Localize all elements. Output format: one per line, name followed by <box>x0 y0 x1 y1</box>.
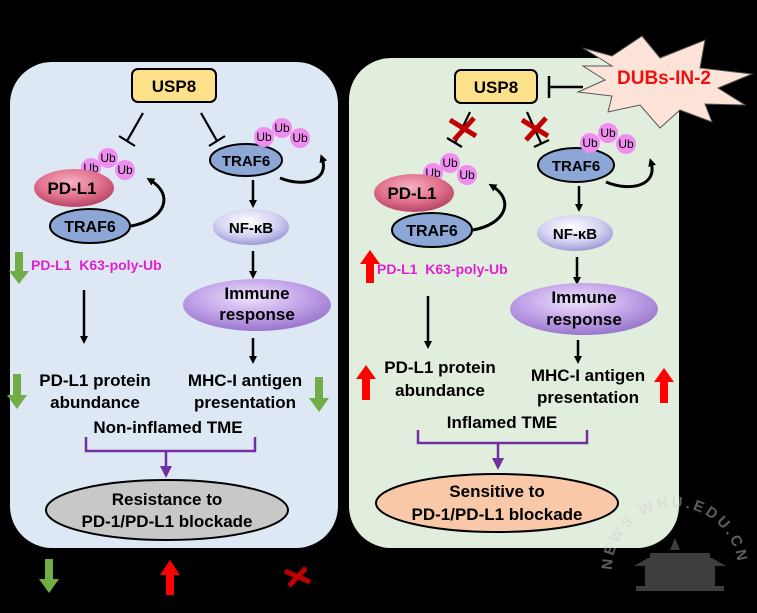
ub-label: Ub <box>274 121 290 135</box>
pdl1-protein-label: PD-L1 protein <box>384 358 495 377</box>
outcome-label: Resistance to <box>112 490 223 509</box>
traf6-label: TRAF6 <box>222 153 270 170</box>
traf6-label: TRAF6 <box>552 158 600 175</box>
usp8-box: USP8 <box>131 68 217 103</box>
pdl1-node: PD-L1 <box>374 174 454 212</box>
immune-response-node: Immune response <box>510 283 658 335</box>
mhc-label: MHC-I antigen <box>188 371 302 390</box>
traf6-node: TRAF6 <box>209 143 283 177</box>
tme-bracket <box>84 437 257 453</box>
traf6-label: TRAF6 <box>64 219 116 236</box>
nfkb-label: NF-κB <box>553 226 597 243</box>
immune-label: response <box>546 310 622 329</box>
nfkb-node: NF-κB <box>537 215 613 251</box>
mhc-label: MHC-I antigen <box>531 366 645 385</box>
outcome-label: Sensitive to <box>449 482 544 501</box>
inhibitor-burst: DUBs-IN-2 <box>576 35 754 129</box>
pdl1-label: PD-L1 <box>387 184 436 203</box>
outcome-label: PD-1/PD-L1 blockade <box>412 505 583 524</box>
traf6-node-pdl1: TRAF6 <box>49 208 131 244</box>
ub-cluster-traf6: Ub Ub Ub <box>580 123 636 154</box>
ub-label: Ub <box>618 137 634 151</box>
ubiquitination-arrow <box>130 177 166 228</box>
ubiquitination-arrow <box>279 154 328 184</box>
x-mark-icon <box>520 116 550 142</box>
pdl1-protein-label: PD-L1 protein <box>39 371 150 390</box>
up-arrow-icon <box>654 368 674 403</box>
immune-label: response <box>219 305 295 324</box>
ub-label: Ub <box>117 163 133 177</box>
down-arrow-icon <box>309 377 329 412</box>
building-icon <box>634 538 726 591</box>
pdl1-label: PD-L1 <box>47 179 96 198</box>
ubiquitination-arrow <box>472 183 507 232</box>
up-arrow-icon <box>356 365 376 400</box>
down-arrow-icon <box>7 374 27 409</box>
traf6-node-pdl1: TRAF6 <box>391 212 473 248</box>
inhibitor-arrow <box>547 76 583 98</box>
ub-label: Ub <box>459 168 475 182</box>
up-arrow-icon <box>360 250 380 283</box>
ub-label: Ub <box>256 130 272 144</box>
sensitive-outcome-node: Sensitive to PD-1/PD-L1 blockade <box>375 473 619 533</box>
ub-label: Ub <box>292 131 308 145</box>
tme-label: Inflamed TME <box>447 413 558 432</box>
right-panel: USP8 DUBs-IN-2 <box>349 35 754 548</box>
tme-bracket <box>416 430 589 445</box>
usp8-inhibition-arrows <box>118 112 226 147</box>
usp8-label: USP8 <box>152 77 196 96</box>
outcome-label: PD-1/PD-L1 blockade <box>82 512 253 531</box>
immune-response-node: Immune response <box>183 279 331 331</box>
tme-label: Non-inflamed TME <box>93 418 242 437</box>
mhc-label: presentation <box>537 388 639 407</box>
traf6-node: TRAF6 <box>537 147 615 183</box>
ub-label: Ub <box>100 151 116 165</box>
left-panel: USP8 Ub Ub Ub PD-L1 TRAF6 <box>7 62 338 548</box>
k63-poly-ub-label: PD-L1 K63-poly-Ub <box>377 261 508 277</box>
immune-label: Immune <box>224 284 289 303</box>
ubiquitination-arrow <box>605 158 656 189</box>
pdl1-protein-label: abundance <box>50 393 140 412</box>
ub-label: Ub <box>582 136 598 150</box>
mhc-label: presentation <box>194 393 296 412</box>
ub-label: Ub <box>442 156 458 170</box>
traf6-label: TRAF6 <box>406 223 458 240</box>
pdl1-protein-label: abundance <box>395 381 485 400</box>
down-arrow-icon <box>9 252 29 284</box>
resistance-outcome-node: Resistance to PD-1/PD-L1 blockade <box>45 479 289 541</box>
nfkb-label: NF-κB <box>229 220 273 237</box>
x-mark-icon <box>283 566 312 588</box>
inhibitor-label: DUBs-IN-2 <box>617 68 711 89</box>
k63-poly-ub-label: PD-L1 K63-poly-Ub <box>31 257 162 273</box>
ub-label: Ub <box>600 126 616 140</box>
up-arrow-icon <box>160 560 180 595</box>
usp8-label: USP8 <box>474 78 518 97</box>
nfkb-node: NF-κB <box>213 209 289 245</box>
x-mark-icon <box>448 116 478 142</box>
ub-cluster-traf6: Ub Ub Ub <box>254 118 310 148</box>
immune-label: Immune <box>551 288 616 307</box>
down-arrow-icon <box>39 559 59 593</box>
pdl1-node: PD-L1 <box>34 169 114 207</box>
usp8-box: USP8 <box>454 69 538 104</box>
legend <box>39 559 312 595</box>
